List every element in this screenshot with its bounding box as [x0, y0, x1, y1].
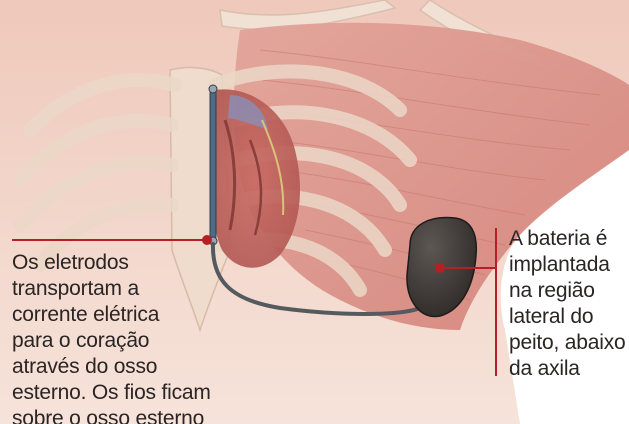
electrodes-caption: Os eletrodos transportam a corrente elét…	[12, 250, 222, 424]
leader-dot-electrodes	[202, 235, 212, 245]
battery-caption: A bateria é implantada na região lateral…	[509, 226, 627, 382]
electrode-lead	[210, 90, 216, 240]
leader-dot-battery	[435, 263, 445, 273]
electrode-tip	[209, 85, 217, 93]
